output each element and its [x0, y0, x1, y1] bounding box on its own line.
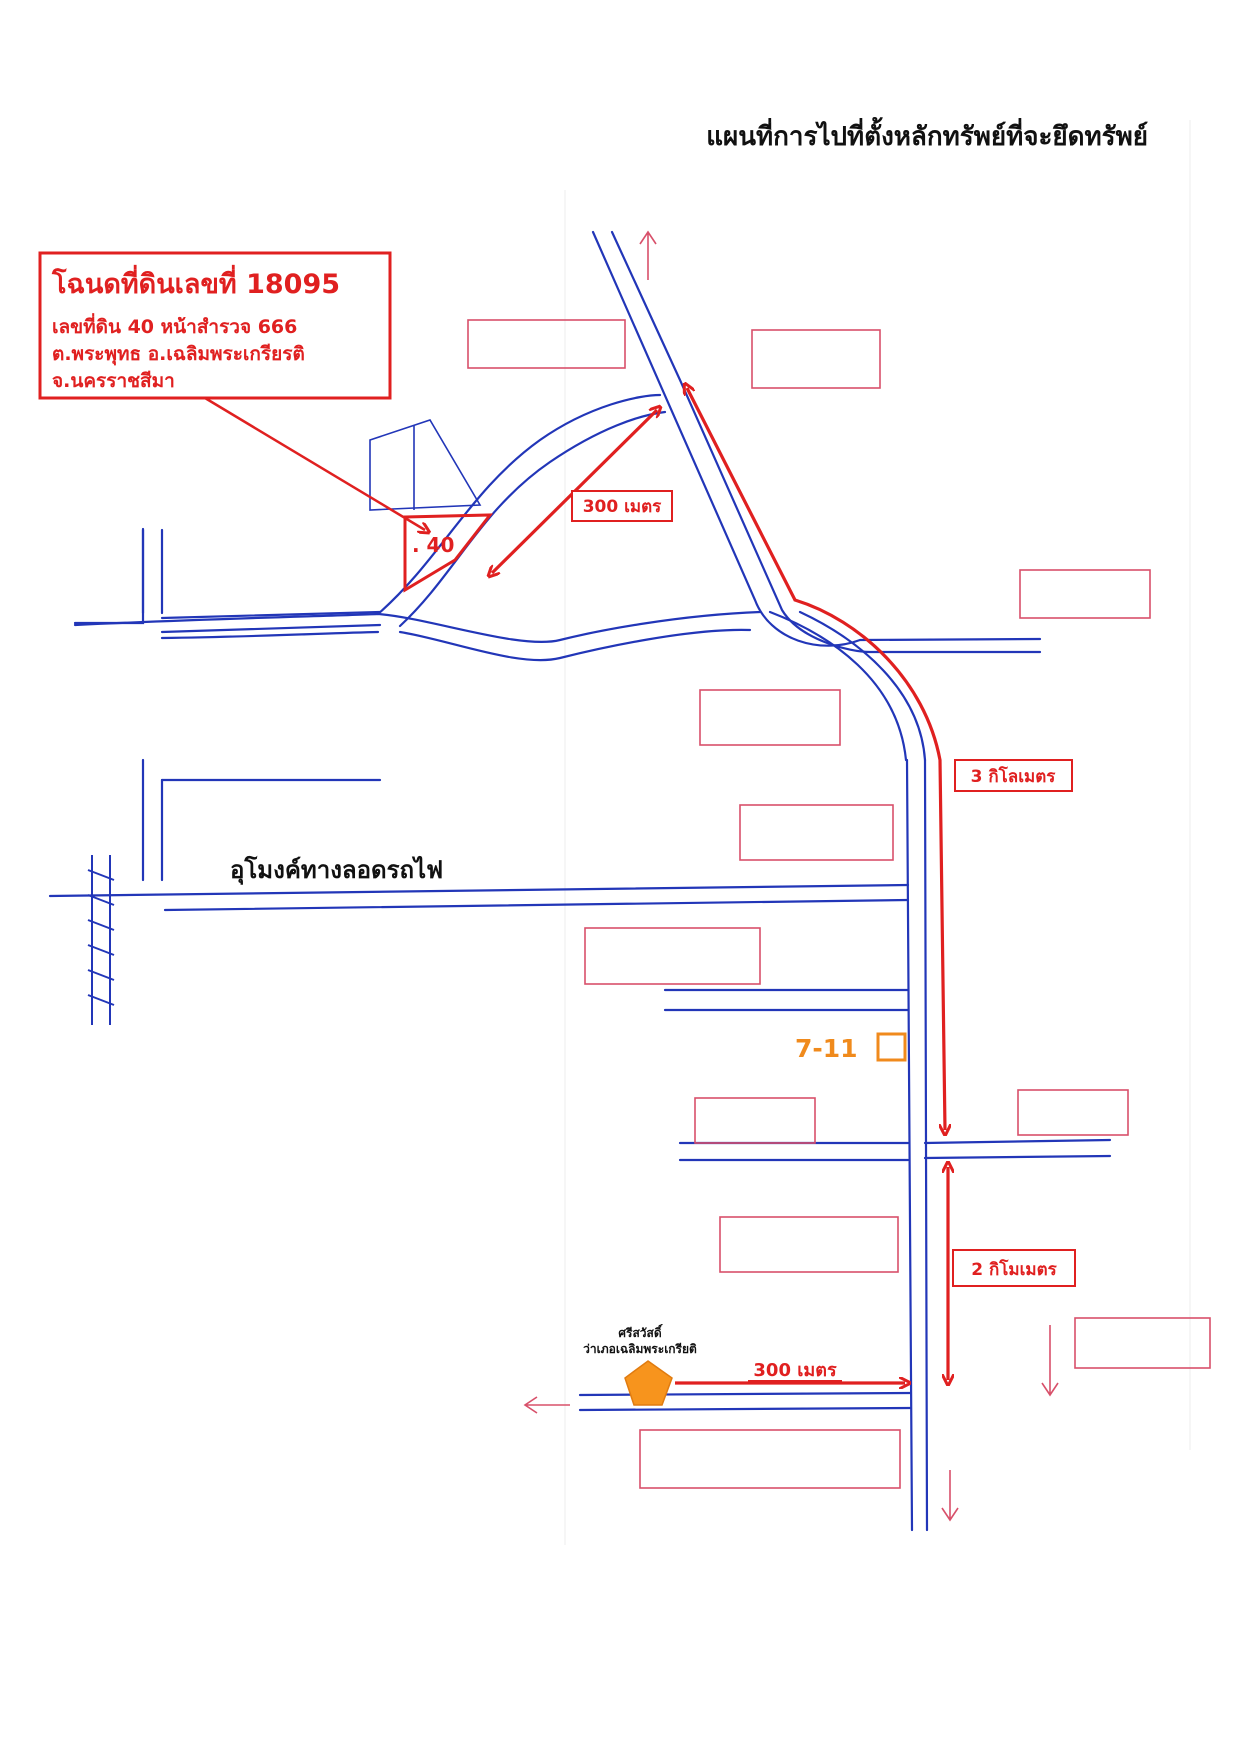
- road-office-street: [578, 1406, 912, 1412]
- road-cross-street-east: [923, 1138, 1112, 1145]
- office-pentagon-icon: [624, 1360, 673, 1406]
- road-upper-horizontal: [73, 612, 380, 627]
- direction-south-arrow: [941, 1470, 959, 1522]
- road-south-vertical: [923, 758, 929, 1532]
- road-cross-street-east: [923, 1154, 1112, 1160]
- distance-label-3km: 3 กิโลเมตร: [971, 766, 1057, 787]
- distance-box-300m-top: [571, 490, 673, 522]
- parcel-outlines: [369, 419, 482, 511]
- landmark-box: [699, 689, 841, 746]
- office-label-line1: ศรีสวัสดิ์: [618, 1324, 663, 1340]
- landmark-box: [1019, 569, 1151, 619]
- landmark-boxes: [467, 319, 1211, 1489]
- landmark-box: [751, 329, 881, 389]
- road-curve-east: [376, 610, 762, 644]
- distance-box-2km: [952, 1249, 1076, 1287]
- road-tunnel: [48, 883, 910, 898]
- direction-arrows: [523, 230, 1059, 1522]
- tunnel-label: อุโมงค์ทางลอดรถไฟ: [230, 855, 443, 886]
- deed-pointer: [204, 396, 425, 530]
- road-diagonal-main: [610, 230, 1042, 654]
- roads: [48, 230, 1112, 1532]
- landmark-box: [694, 1097, 816, 1144]
- road-diagonal-main: [591, 230, 1042, 647]
- road-curve-east: [398, 628, 752, 662]
- landmark-box: [467, 319, 626, 369]
- plot-40-label: . 40: [412, 533, 454, 557]
- deed-line2: ต.พระพุทธ อ.เฉลิมพระเกรียรติ: [52, 343, 305, 366]
- office-label-line2: ว่าเภอเฉลิมพระเกรียติ: [583, 1342, 697, 1356]
- road-upper-horizontal: [160, 630, 380, 640]
- seven-eleven-icon: [876, 1032, 907, 1062]
- direction-north-arrow: [639, 230, 657, 280]
- road-south-vertical: [905, 758, 914, 1532]
- distance-label-300m-top: 300 เมตร: [583, 497, 662, 517]
- deed-info-box: [38, 251, 392, 400]
- landmark-box: [639, 1429, 901, 1489]
- railway: [87, 855, 115, 1025]
- distance-label-2km: 2 กิโมเมตร: [971, 1259, 1057, 1280]
- route-main: [687, 388, 945, 1130]
- landmark-box: [719, 1216, 899, 1273]
- seven-eleven-label: 7-11: [795, 1034, 858, 1063]
- landmark-box: [1017, 1089, 1129, 1136]
- deed-line3: จ.นครราชสีมา: [52, 370, 175, 392]
- landmark-box: [1074, 1317, 1211, 1369]
- direction-south-arrow: [1041, 1325, 1059, 1397]
- road-tunnel: [163, 898, 910, 912]
- deed-line1: เลขที่ดิน 40 หน้าสำรวจ 666: [52, 313, 297, 338]
- landmark-box: [739, 804, 894, 861]
- plot-40: [403, 513, 494, 593]
- distance-box-3km: [954, 759, 1073, 792]
- map-title: แผนที่การไปที่ตั้งหลักทรัพย์ที่จะยึดทรัพ…: [706, 116, 1148, 152]
- landmark-box: [584, 927, 761, 985]
- distance-label-300m-bottom: 300 เมตร: [753, 1360, 837, 1381]
- direction-west-arrow: [523, 1396, 570, 1414]
- deed-heading: โฉนดที่ดินเลขที่ 18095: [51, 264, 340, 300]
